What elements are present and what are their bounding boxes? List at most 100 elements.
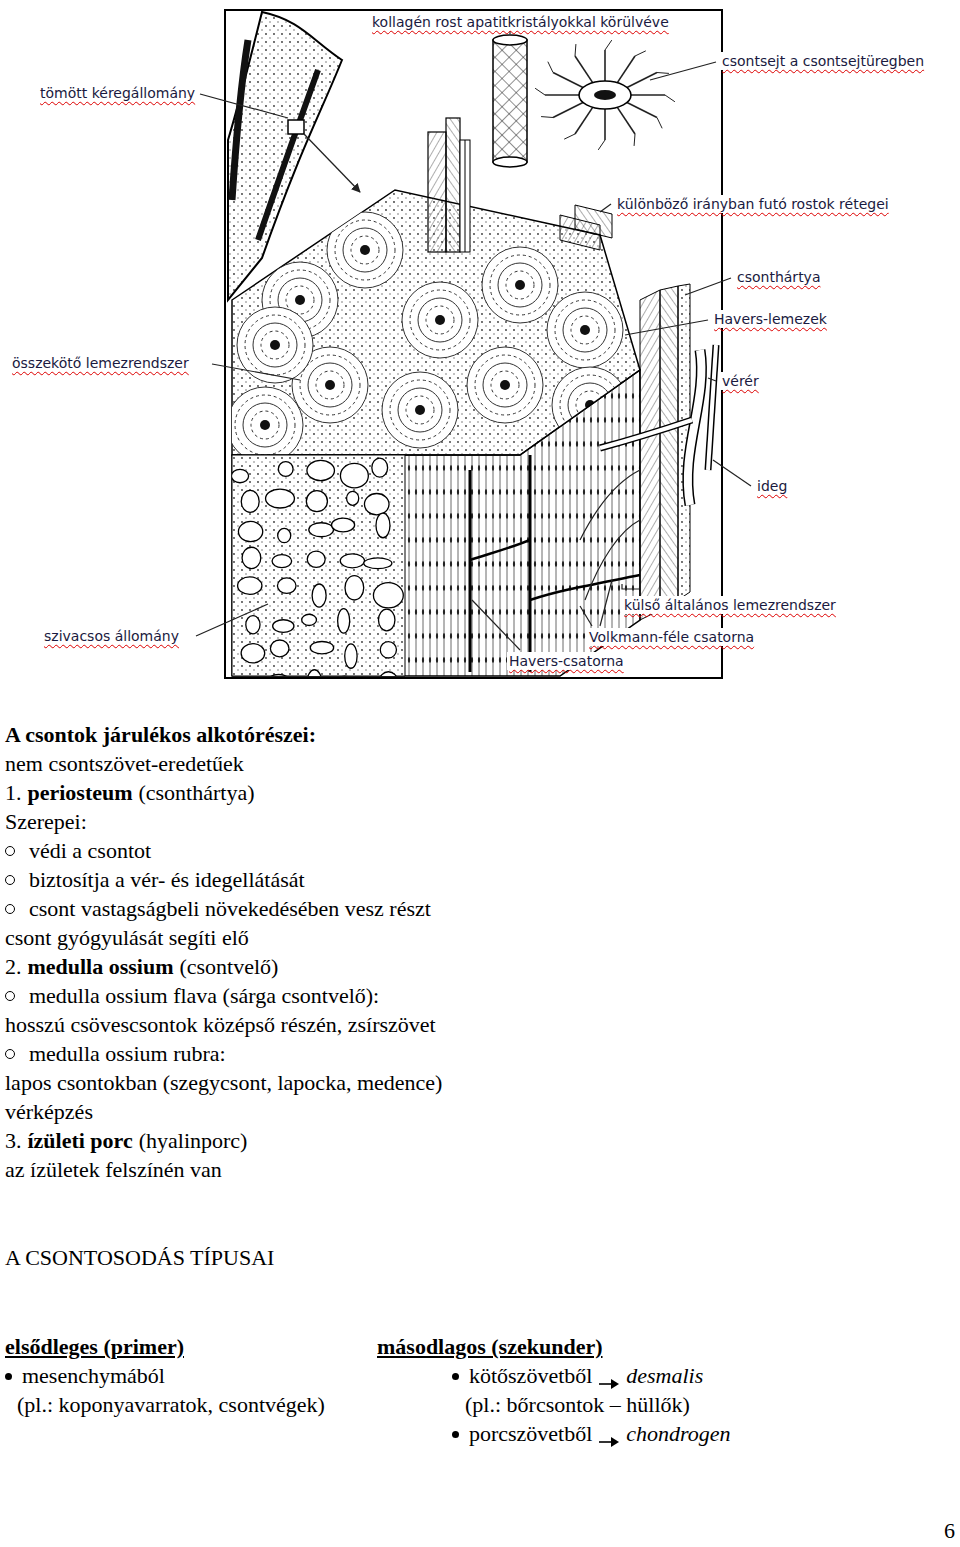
- callout-label: összekötő lemezrendszer: [10, 354, 191, 372]
- osteon-ring: [547, 292, 623, 368]
- cell-process: [604, 107, 606, 140]
- heading-text: periosteum: [27, 780, 132, 806]
- osteon-ring: [563, 308, 607, 352]
- marrow-space: [278, 462, 293, 477]
- marrow-space: [238, 521, 262, 541]
- cell-process: [541, 116, 553, 118]
- callout-label: Havers-csatorna: [507, 652, 626, 670]
- cell-process: [535, 88, 545, 95]
- marrow-space: [332, 518, 355, 532]
- collagen-fiber: [493, 35, 527, 167]
- marrow-space: [272, 555, 292, 568]
- body-text: mesenchymából: [22, 1363, 165, 1389]
- marrow-space: [364, 494, 389, 515]
- callout-label: különböző irányban futó rostok rétegei: [615, 195, 891, 213]
- text-line: 2.medulla ossium(csontvelő): [5, 954, 278, 980]
- marrow-space: [243, 678, 262, 693]
- havers-canal: [270, 340, 280, 350]
- marrow-space: [242, 547, 261, 568]
- cell-process: [635, 51, 646, 56]
- osteon-ring: [491, 371, 519, 399]
- osteon-ring: [410, 290, 470, 350]
- havers-canal: [360, 245, 370, 255]
- osteon-ring: [243, 403, 287, 447]
- marrow-space: [372, 458, 388, 477]
- havers-canal: [500, 380, 510, 390]
- list-bullet: [452, 1431, 459, 1438]
- cell-process: [665, 95, 675, 102]
- cell-process: [575, 105, 594, 134]
- text-line: A CSONTOSODÁS TÍPUSAI: [5, 1245, 274, 1271]
- callout-label: Volkmann-féle csatorna: [587, 628, 756, 646]
- arrow-symbol: [598, 1378, 620, 1390]
- cell-process: [575, 56, 594, 85]
- heading-text: másodlagos (szekunder): [377, 1334, 603, 1360]
- callout-line: csontsejt a csontsejtüregben: [720, 52, 926, 70]
- body-text: A CSONTOSODÁS TÍPUSAI: [5, 1245, 274, 1271]
- callout-line: vérér: [720, 372, 761, 390]
- arrow-head: [611, 1379, 619, 1389]
- cell-process: [575, 44, 577, 56]
- cell-process: [548, 62, 553, 73]
- callout-label: tömött kéregállomány: [38, 84, 197, 102]
- osteocyte: [535, 40, 675, 150]
- text-line: 1.periosteum(csonthártya): [5, 780, 255, 806]
- callout-line: összekötő lemezrendszer: [10, 354, 191, 372]
- callout-label: kollagén rost apatitkristályokkal körülv…: [370, 13, 671, 31]
- osteon-ring: [475, 355, 535, 415]
- body-text: védi a csontot: [29, 838, 151, 864]
- cell-process: [604, 50, 606, 83]
- arrow-symbol: [598, 1436, 620, 1448]
- osteon-ring: [398, 388, 442, 432]
- text-line: vérképzés: [5, 1099, 93, 1125]
- osteon-ring: [237, 307, 313, 383]
- text-line: 3.ízületi porc(hyalinporc): [5, 1128, 247, 1154]
- body-text: biztosítja a vér- és idegellátását: [29, 867, 305, 893]
- marrow-space: [309, 523, 334, 537]
- body-text: lapos csontokban (szegycsont, lapocka, m…: [5, 1070, 442, 1096]
- text-line: mesenchymából: [5, 1363, 165, 1389]
- osteon-ring: [316, 371, 344, 399]
- cell-nucleus: [594, 90, 616, 100]
- text-line: védi a csontot: [5, 838, 151, 864]
- marrow-space: [345, 576, 364, 600]
- heading-text: elsődleges (primer): [5, 1334, 184, 1360]
- body-text: chondrogen: [626, 1421, 730, 1447]
- marrow-space: [266, 489, 295, 508]
- osteon-ring: [498, 263, 542, 307]
- osteon-ring: [253, 323, 297, 367]
- havers-canal: [515, 280, 525, 290]
- osteon-ring: [335, 220, 395, 280]
- marrow-space: [241, 644, 265, 663]
- text-line: (pl.: bőrcsontok – hüllők): [465, 1392, 690, 1418]
- list-bullet: [452, 1373, 459, 1380]
- cell-body: [579, 81, 631, 109]
- marrow-space: [378, 609, 394, 631]
- body-text: 1.: [5, 780, 22, 806]
- cell-process: [564, 134, 575, 139]
- text-line: medulla ossium flava (sárga csontvelő):: [5, 983, 379, 1009]
- osteon-ring: [227, 387, 303, 463]
- marrow-space: [379, 672, 397, 692]
- text-line: kötőszövetbőldesmalis: [452, 1363, 703, 1389]
- cell-process: [616, 105, 635, 134]
- cell-process: [634, 134, 636, 146]
- marrow-space: [277, 578, 296, 594]
- arrow-shaft: [599, 1441, 613, 1443]
- callout-line: tömött kéregállomány: [38, 84, 197, 102]
- heading-text: medulla ossium: [27, 954, 173, 980]
- list-bullet: [5, 904, 15, 914]
- list-bullet: [5, 1373, 12, 1380]
- text-line: nem csontszövet-eredetűek: [5, 751, 244, 777]
- marrow-space: [273, 620, 294, 633]
- arrow-symbol: [598, 1370, 620, 1382]
- callout-line: csonthártya: [735, 268, 822, 286]
- text-line: lapos csontokban (szegycsont, lapocka, m…: [5, 1070, 442, 1096]
- marrow-space: [267, 675, 290, 689]
- text-line: másodlagos (szekunder): [377, 1334, 603, 1360]
- body-text: 3.: [5, 1128, 22, 1154]
- text-line: elsődleges (primer): [5, 1334, 184, 1360]
- body-text: desmalis: [626, 1363, 703, 1389]
- arrow-head: [611, 1437, 619, 1447]
- text-line: biztosítja a vér- és idegellátását: [5, 867, 305, 893]
